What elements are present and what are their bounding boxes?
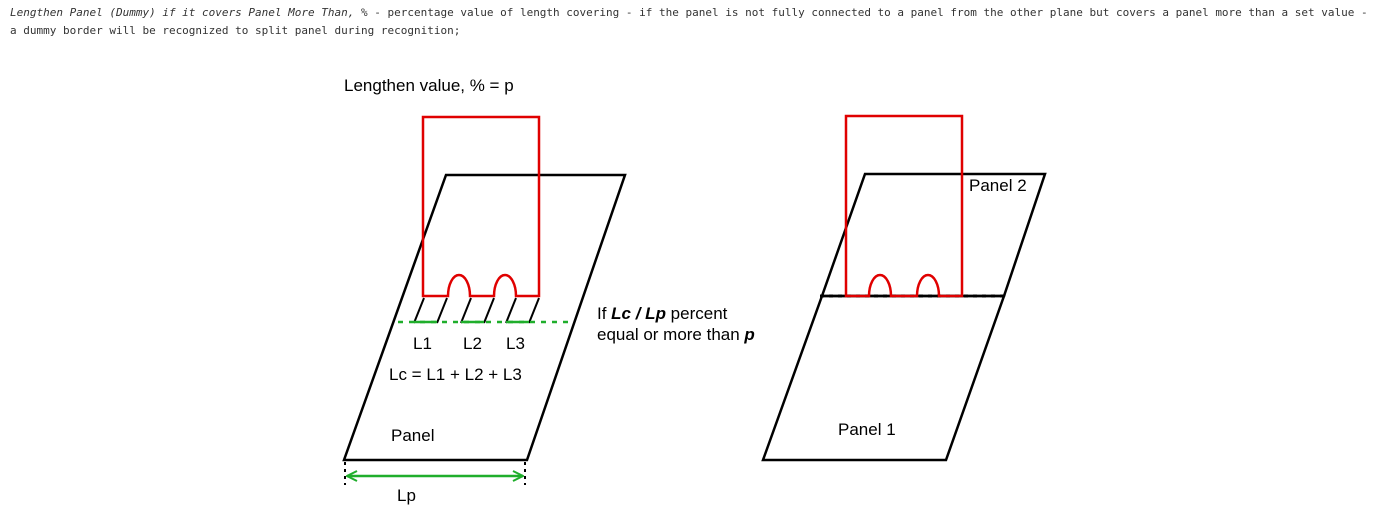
lp-label: Lp xyxy=(397,486,416,505)
lc-sum-label: Lc = L1 + L2 + L3 xyxy=(389,365,522,384)
condition-if: If xyxy=(597,304,611,323)
panel-shape xyxy=(342,173,627,462)
condition-line-1: If Lc / Lp percent xyxy=(597,304,728,323)
condition-lc-lp: Lc / Lp xyxy=(611,304,666,323)
condition-equal: equal or more than xyxy=(597,325,744,344)
condition-line-2: equal or more than p xyxy=(597,325,755,344)
contact-hatching xyxy=(413,297,540,324)
description-italic: Lengthen Panel (Dummy) if it covers Pane… xyxy=(10,6,368,19)
description-text: Lengthen Panel (Dummy) if it covers Pane… xyxy=(10,4,1370,40)
condition-p: p xyxy=(743,325,754,344)
covering-panel-red xyxy=(421,115,541,298)
description-rest: - percentage value of length covering - … xyxy=(10,6,1368,37)
panel-label: Panel xyxy=(391,426,434,445)
lengthen-value-label: Lengthen value, % = p xyxy=(344,76,514,95)
covering-panel-red-right xyxy=(844,114,964,298)
condition-percent: percent xyxy=(666,304,728,323)
right-diagram: Panel 2 Panel 1 xyxy=(761,114,1047,462)
panel-1-label: Panel 1 xyxy=(838,420,896,439)
panel-2-label: Panel 2 xyxy=(969,176,1027,195)
l1-label: L1 xyxy=(413,334,432,353)
l3-label: L3 xyxy=(506,334,525,353)
left-diagram: Lengthen value, % = p L1 L2 L3 Lc = L1 +… xyxy=(342,76,627,505)
l2-label: L2 xyxy=(463,334,482,353)
